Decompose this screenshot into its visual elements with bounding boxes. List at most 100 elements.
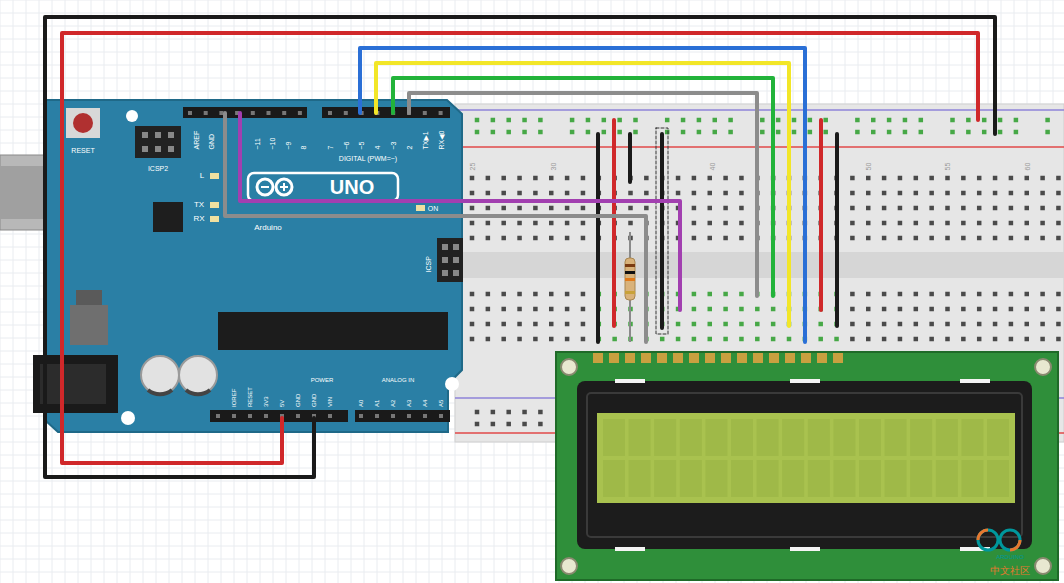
header-pin [439, 111, 443, 115]
breadboard-hole [792, 118, 797, 123]
resistor-symbol [625, 232, 635, 342]
breadboard-hole [961, 322, 966, 327]
breadboard-hole [771, 307, 776, 312]
breadboard-hole [723, 176, 728, 181]
grid [0, 26, 1064, 27]
arduino-board [0, 100, 463, 432]
breadboard-hole [522, 130, 527, 135]
breadboard-hole [929, 191, 934, 196]
wire [376, 63, 789, 326]
breadboard [455, 109, 1064, 111]
breadboard-hole [871, 118, 876, 123]
breadboard-hole [506, 422, 511, 427]
breadboard-hole [486, 176, 491, 181]
breadboard-hole [760, 130, 765, 135]
breadboard-hole [977, 221, 982, 226]
arduino-board [155, 146, 161, 152]
breadboard-hole [533, 221, 538, 226]
breadboard-hole [903, 130, 908, 135]
breadboard-hole [998, 118, 1003, 123]
breadboard-hole [945, 292, 950, 297]
breadboard-hole [776, 130, 781, 135]
breadboard-hole [776, 118, 781, 123]
breadboard-hole [1009, 337, 1014, 342]
header-label: ICSP [425, 256, 432, 272]
breadboard-hole [501, 236, 506, 241]
breadboard-hole [961, 206, 966, 211]
breadboard-hole [475, 422, 480, 427]
breadboard-hole [1056, 221, 1061, 226]
breadboard-hole [850, 322, 855, 327]
pin-label: ~10 [269, 137, 276, 149]
breadboard-hole [1056, 191, 1061, 196]
mounting-hole [445, 377, 459, 391]
breadboard-hole [914, 206, 919, 211]
breadboard-hole [993, 337, 998, 342]
breadboard-hole [723, 292, 728, 297]
header-pin [328, 111, 332, 115]
breadboard-hole [914, 292, 919, 297]
breadboard-hole [692, 322, 697, 327]
led-label: TX [194, 201, 204, 209]
breadboard-hole [1009, 176, 1014, 181]
breadboard-hole [538, 118, 543, 123]
breadboard-hole [676, 176, 681, 181]
breadboard-hole [866, 292, 871, 297]
breadboard-hole [818, 322, 823, 327]
breadboard-hole [993, 206, 998, 211]
breadboard-hole [914, 176, 919, 181]
arduino-board [142, 132, 148, 138]
breadboard-hole [665, 118, 670, 123]
arduino-board [142, 146, 148, 152]
breadboard-hole [517, 176, 522, 181]
breadboard-hole [914, 221, 919, 226]
breadboard-hole [945, 337, 950, 342]
mounting-hole [561, 558, 577, 574]
lcd-cell [885, 419, 907, 456]
lcd-cell [987, 460, 1009, 497]
breadboard-hole [1025, 221, 1030, 226]
breadboard-hole [993, 176, 998, 181]
arduino-board [40, 364, 106, 404]
breadboard-hole [929, 292, 934, 297]
breadboard-hole [771, 337, 776, 342]
breadboard-hole [723, 236, 728, 241]
breadboard-hole [1045, 130, 1050, 135]
breadboard-hole [1056, 176, 1061, 181]
breadboard-hole [945, 176, 950, 181]
brand-name: Arduino [254, 224, 282, 232]
breadboard-hole [533, 337, 538, 342]
lcd-pin [785, 353, 795, 363]
grid [39, 0, 40, 583]
pin-label: A0 [358, 400, 364, 407]
breadboard-hole [517, 307, 522, 312]
breadboard-hole [676, 337, 681, 342]
header-pin [216, 414, 220, 418]
breadboard-hole [723, 191, 728, 196]
header-pin [375, 414, 379, 418]
breadboard-hole [565, 236, 570, 241]
breadboard-jumper [628, 134, 632, 182]
lcd-cell [680, 419, 702, 456]
breadboard-hole [708, 322, 713, 327]
breadboard-hole [565, 206, 570, 211]
breadboard-hole [538, 410, 543, 415]
breadboard-hole [660, 337, 665, 342]
breadboard-hole [977, 292, 982, 297]
breadboard-hole [617, 130, 622, 135]
arduino-board [442, 257, 448, 263]
breadboard-hole [570, 118, 575, 123]
breadboard-hole [850, 206, 855, 211]
breadboard-hole [823, 130, 828, 135]
breadboard-hole [1014, 118, 1019, 123]
breadboard-hole [723, 322, 728, 327]
breadboard-hole [1040, 322, 1045, 327]
arduino-board [442, 270, 448, 276]
breadboard-jumper [656, 128, 668, 334]
breadboard-hole [919, 118, 924, 123]
breadboard-hole [506, 118, 511, 123]
lcd-pin [737, 353, 747, 363]
breadboard-hole [882, 292, 887, 297]
breadboard-hole [961, 292, 966, 297]
lcd-cell [910, 460, 932, 497]
